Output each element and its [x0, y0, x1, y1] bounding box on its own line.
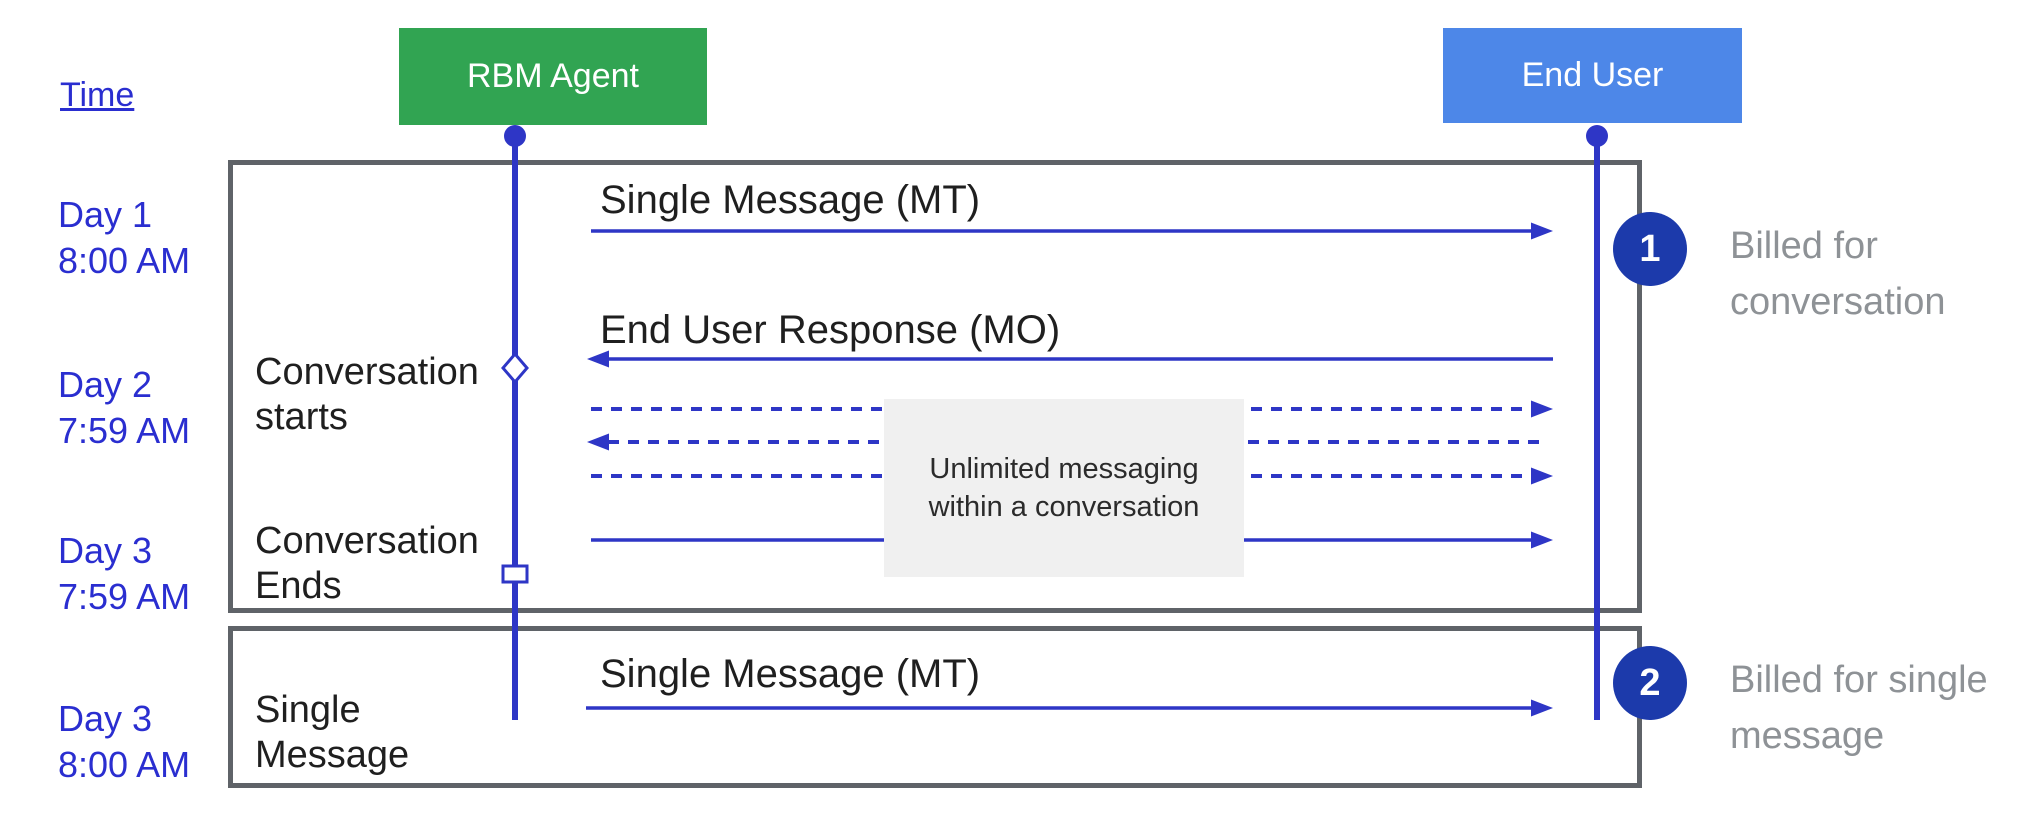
- billing-badge-2-number: 2: [1639, 661, 1661, 704]
- billing-badge-1-number: 1: [1639, 227, 1661, 270]
- single-message-label: Single Message: [255, 689, 410, 776]
- conversation-ends-label: Conversation Ends: [255, 520, 479, 607]
- rbm-agent-lifeline-dot-icon: [504, 125, 526, 147]
- message-label-mt2: Single Message (MT): [600, 652, 981, 696]
- billing-badge-1: 1: [1613, 212, 1687, 286]
- message-label-mt1: Single Message (MT): [600, 178, 981, 222]
- unlimited-messaging-note: Unlimited messaging within a conversatio…: [884, 399, 1244, 577]
- actor-end-user-label: End User: [1521, 56, 1664, 94]
- actor-rbm-agent: RBM Agent: [399, 28, 707, 125]
- billing-caption-single-message: Billed for single message: [1730, 659, 1988, 757]
- time-row-day3-759: Day 3 7:59 AM: [58, 530, 191, 617]
- time-axis-label: Time: [60, 76, 135, 114]
- actor-end-user: End User: [1443, 28, 1742, 123]
- billing-badge-2: 2: [1613, 646, 1687, 720]
- unlimited-messaging-note-text: Unlimited messaging within a conversatio…: [928, 453, 1200, 523]
- end-user-lifeline-dot-icon: [1586, 125, 1608, 147]
- single-message-section-frame: [228, 626, 1642, 788]
- billing-caption-conversation: Billed for conversation: [1730, 225, 1946, 323]
- time-row-day1: Day 1 8:00 AM: [58, 194, 191, 281]
- actor-rbm-agent-label: RBM Agent: [467, 57, 639, 95]
- message-label-mo: End User Response (MO): [600, 308, 1061, 352]
- conversation-starts-label: Conversation starts: [255, 351, 479, 438]
- time-row-day2: Day 2 7:59 AM: [58, 364, 191, 451]
- time-row-day3-800: Day 3 8:00 AM: [58, 698, 191, 785]
- conversation-section-frame: [228, 160, 1642, 613]
